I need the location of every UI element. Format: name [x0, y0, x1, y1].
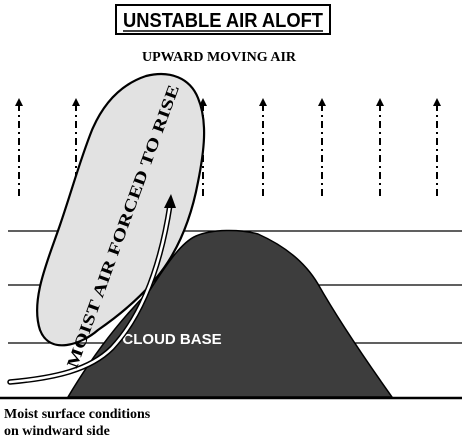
caption-line-2: on windward side	[4, 424, 110, 439]
rising-air-arrow	[7, 194, 176, 385]
mountain-shape	[66, 229, 394, 398]
cloud-base-label: CLOUD BASE	[122, 331, 221, 348]
caption-line-1: Moist surface conditions	[4, 407, 151, 422]
moist-air-blob	[36, 72, 206, 347]
page-title: UNSTABLE AIR ALOFT	[123, 10, 323, 32]
curved-up-arrow-inner	[8, 203, 172, 384]
arrowhead-icon	[164, 194, 176, 208]
subtitle: UPWARD MOVING AIR	[142, 50, 297, 65]
title-frame	[115, 4, 331, 35]
title-box: UNSTABLE AIR ALOFT	[115, 4, 331, 35]
